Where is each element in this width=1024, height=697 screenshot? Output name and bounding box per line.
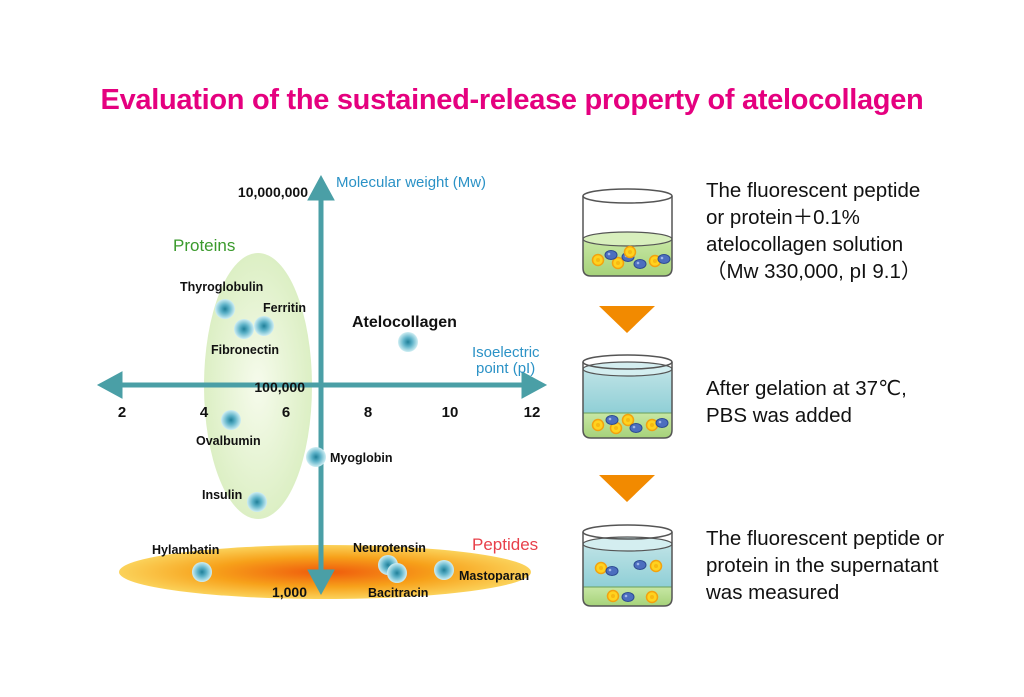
fibronectin-label: Fibronectin <box>211 343 279 357</box>
insulin-dot <box>247 492 267 512</box>
x-tick-label: 8 <box>364 404 372 421</box>
beaker-solution <box>582 188 673 277</box>
neurotensin-label: Neurotensin <box>353 541 426 555</box>
x-axis-label: Isoelectric <box>472 344 540 361</box>
thyroglobulin-label: Thyroglobulin <box>180 280 263 294</box>
fibronectin-dot <box>234 319 254 339</box>
step-1-line: （Mw 330,000, pI 9.1） <box>706 260 922 283</box>
y-tick-label: 100,000 <box>254 379 305 395</box>
x-axis <box>96 371 548 399</box>
myoglobin-dot <box>306 447 326 467</box>
step-3-text: The fluorescent peptide or protein in th… <box>706 525 1006 606</box>
beaker-supernatant <box>582 524 673 607</box>
ferritin-label: Ferritin <box>263 301 306 315</box>
hylambatin-label: Hylambatin <box>152 543 219 557</box>
x-tick-label: 12 <box>524 404 541 421</box>
step-1-line: The fluorescent peptide <box>706 179 921 202</box>
step-3-line: was measured <box>706 581 840 604</box>
hylambatin-dot <box>192 562 212 582</box>
atelocollagen-dot <box>398 332 418 352</box>
x-tick-label: 10 <box>442 404 459 421</box>
step-2-line: PBS was added <box>706 404 852 427</box>
x-tick-label: 4 <box>200 404 209 421</box>
arrow-down-icon <box>599 475 655 502</box>
ferritin-dot <box>254 316 274 336</box>
x-tick-label: 2 <box>118 404 126 421</box>
data-points <box>192 299 454 583</box>
atelocollagen-label: Atelocollagen <box>352 314 457 331</box>
page-title: Evaluation of the sustained-release prop… <box>100 84 924 116</box>
step-1-text: The fluorescent peptide or protein＋0.1% … <box>706 177 1006 285</box>
bacitracin-dot <box>387 563 407 583</box>
y-tick-label: 10,000,000 <box>238 184 308 200</box>
ovalbumin-label: Ovalbumin <box>196 434 261 448</box>
y-tick-label: 1,000 <box>272 584 307 600</box>
mastoparan-label: Mastoparan <box>459 569 529 583</box>
x-tick-label: 6 <box>282 404 290 421</box>
step-3-line: protein in the supernatant <box>706 554 939 577</box>
y-axis-label: Molecular weight (Mw) <box>336 174 486 191</box>
step-1-line: atelocollagen solution <box>706 233 904 256</box>
step-1-line: or protein＋0.1% <box>706 206 860 229</box>
beaker-gel-pbs <box>582 354 673 439</box>
myoglobin-label: Myoglobin <box>330 451 393 465</box>
bacitracin-label: Bacitracin <box>368 586 428 600</box>
proteins-label: Proteins <box>173 236 235 255</box>
step-2-line: After gelation at 37℃, <box>706 377 907 400</box>
ovalbumin-dot <box>221 410 241 430</box>
peptides-label: Peptides <box>472 535 538 554</box>
arrow-down-icon <box>599 306 655 333</box>
insulin-label: Insulin <box>202 488 242 502</box>
step-2-text: After gelation at 37℃, PBS was added <box>706 375 1006 429</box>
thyroglobulin-dot <box>215 299 235 319</box>
mastoparan-dot <box>434 560 454 580</box>
x-axis-label-unit: point (pI) <box>476 360 535 377</box>
step-3-line: The fluorescent peptide or <box>706 527 945 550</box>
